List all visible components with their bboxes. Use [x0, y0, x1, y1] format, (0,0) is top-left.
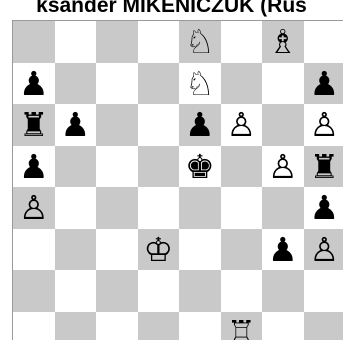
white-rook-f1[interactable]: ♖: [221, 312, 263, 340]
square-g7[interactable]: [262, 63, 304, 105]
square-e2[interactable]: [179, 270, 221, 312]
square-d2[interactable]: [138, 270, 180, 312]
square-h1[interactable]: [304, 312, 343, 340]
black-pawn-a5[interactable]: ♟: [13, 146, 55, 188]
square-d1[interactable]: [138, 312, 180, 340]
white-pawn-a4[interactable]: ♙: [13, 187, 55, 229]
chess-board[interactable]: ♘♗♟♘♟♜♟♟♙♙♟♚♙♜♙♟♔♟♙♖: [12, 20, 343, 340]
square-f3[interactable]: [221, 229, 263, 271]
square-b1[interactable]: [55, 312, 97, 340]
white-knight-e7[interactable]: ♘: [179, 63, 221, 105]
square-f4[interactable]: [221, 187, 263, 229]
square-g1[interactable]: [262, 312, 304, 340]
square-a3[interactable]: [13, 229, 55, 271]
black-pawn-h4[interactable]: ♟: [304, 187, 343, 229]
black-pawn-e6[interactable]: ♟: [179, 104, 221, 146]
square-h2[interactable]: [304, 270, 343, 312]
square-d6[interactable]: [138, 104, 180, 146]
square-b8[interactable]: [55, 21, 97, 63]
square-c4[interactable]: [96, 187, 138, 229]
square-b5[interactable]: [55, 146, 97, 188]
white-pawn-h6[interactable]: ♙: [304, 104, 343, 146]
square-f8[interactable]: [221, 21, 263, 63]
square-f2[interactable]: [221, 270, 263, 312]
square-a1[interactable]: [13, 312, 55, 340]
square-c1[interactable]: [96, 312, 138, 340]
square-e1[interactable]: [179, 312, 221, 340]
square-h8[interactable]: [304, 21, 343, 63]
white-pawn-g5[interactable]: ♙: [262, 146, 304, 188]
square-g6[interactable]: [262, 104, 304, 146]
white-bishop-g8[interactable]: ♗: [262, 21, 304, 63]
square-f7[interactable]: [221, 63, 263, 105]
square-b3[interactable]: [55, 229, 97, 271]
black-pawn-b6[interactable]: ♟: [55, 104, 97, 146]
black-rook-a6[interactable]: ♜: [13, 104, 55, 146]
square-c5[interactable]: [96, 146, 138, 188]
square-g2[interactable]: [262, 270, 304, 312]
square-d4[interactable]: [138, 187, 180, 229]
white-pawn-f6[interactable]: ♙: [221, 104, 263, 146]
square-b2[interactable]: [55, 270, 97, 312]
square-f5[interactable]: [221, 146, 263, 188]
black-rook-h5[interactable]: ♜: [304, 146, 343, 188]
square-d7[interactable]: [138, 63, 180, 105]
square-e3[interactable]: [179, 229, 221, 271]
square-d8[interactable]: [138, 21, 180, 63]
square-g4[interactable]: [262, 187, 304, 229]
square-c8[interactable]: [96, 21, 138, 63]
black-pawn-g3[interactable]: ♟: [262, 229, 304, 271]
white-pawn-h3[interactable]: ♙: [304, 229, 343, 271]
square-c2[interactable]: [96, 270, 138, 312]
square-d5[interactable]: [138, 146, 180, 188]
square-c3[interactable]: [96, 229, 138, 271]
white-knight-e8[interactable]: ♘: [179, 21, 221, 63]
game-title: ksander MIKENICZUK (Rus: [0, 0, 343, 19]
square-e4[interactable]: [179, 187, 221, 229]
black-pawn-h7[interactable]: ♟: [304, 63, 343, 105]
square-c6[interactable]: [96, 104, 138, 146]
square-a2[interactable]: [13, 270, 55, 312]
square-b7[interactable]: [55, 63, 97, 105]
black-king-e5[interactable]: ♚: [179, 146, 221, 188]
black-pawn-a7[interactable]: ♟: [13, 63, 55, 105]
square-a8[interactable]: [13, 21, 55, 63]
square-c7[interactable]: [96, 63, 138, 105]
square-b4[interactable]: [55, 187, 97, 229]
white-king-d3[interactable]: ♔: [138, 229, 180, 271]
